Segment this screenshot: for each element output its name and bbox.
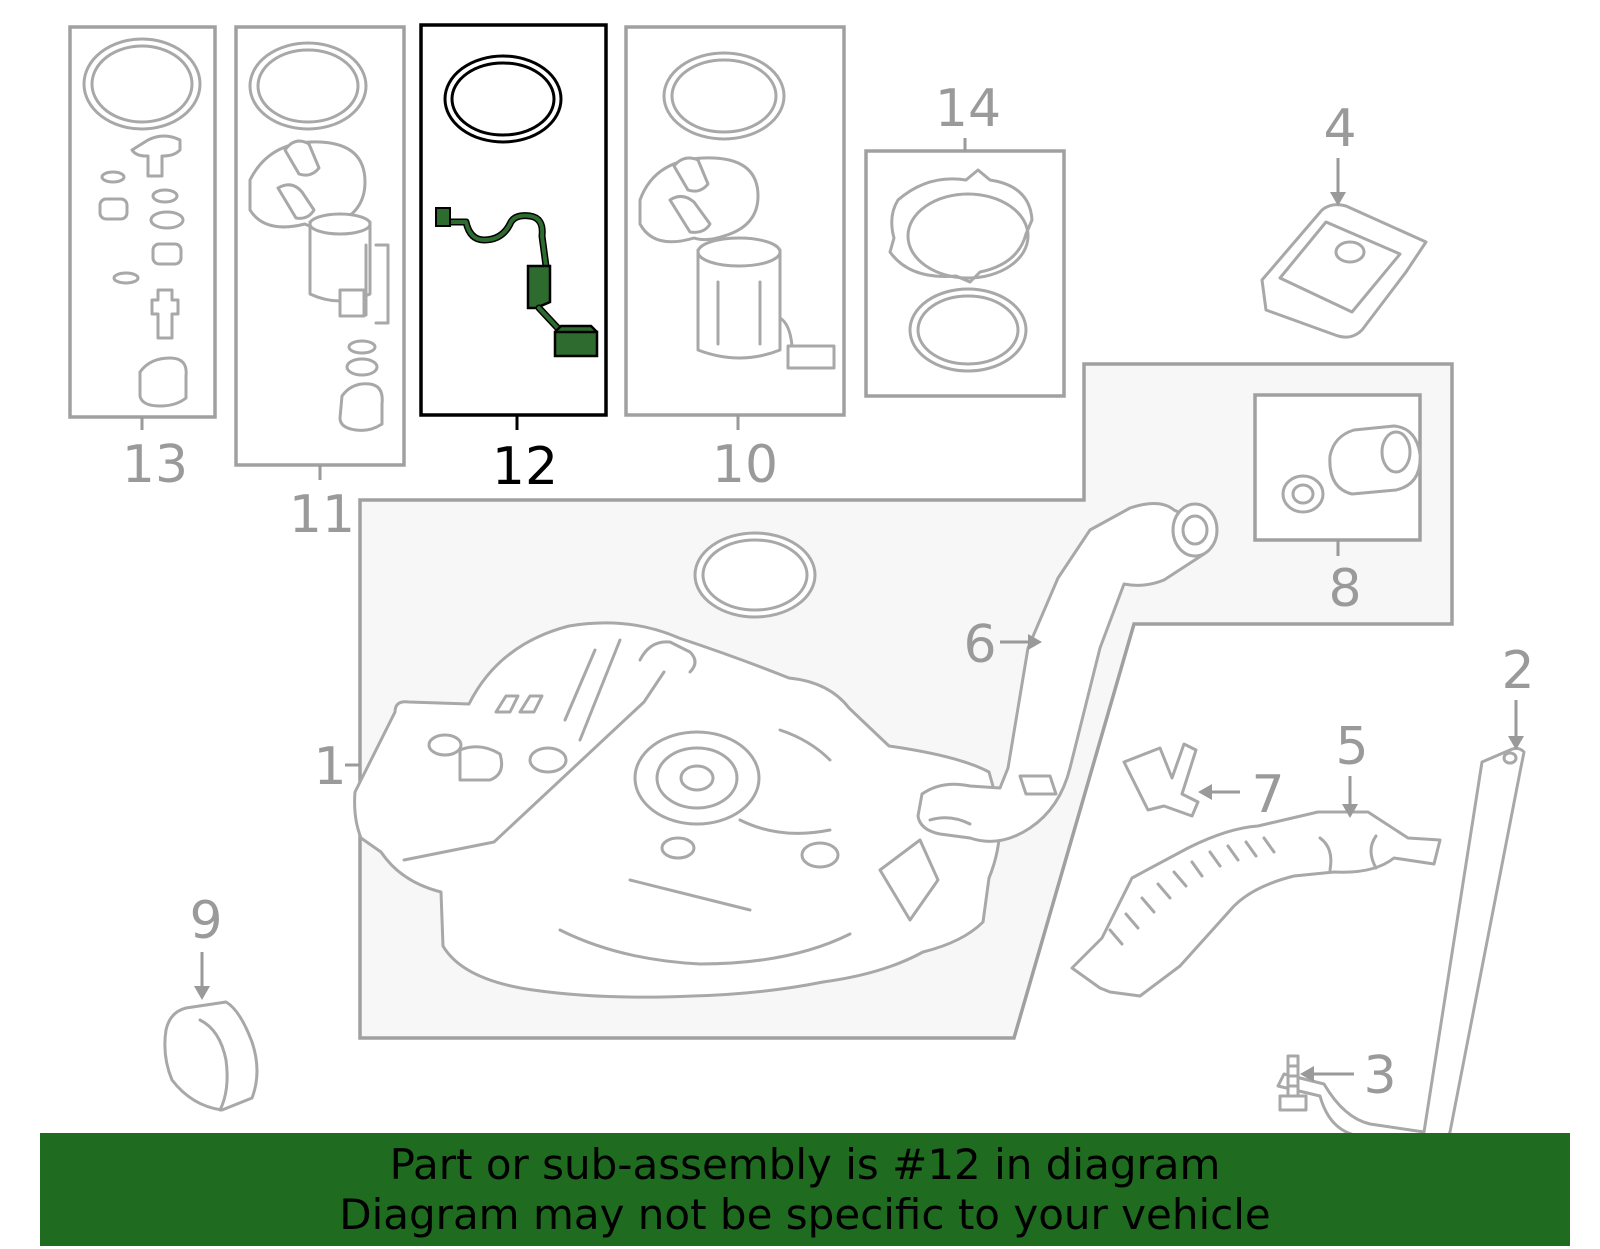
callout-11: 11 (289, 485, 355, 545)
callout-6: 6 (963, 615, 996, 675)
part-10-group[interactable]: 10 (624, 25, 846, 495)
callout-2: 2 (1501, 641, 1534, 701)
banner-line-1: Part or sub-assembly is #12 in diagram (389, 1139, 1221, 1189)
callout-10: 10 (712, 435, 778, 495)
callout-14: 14 (935, 79, 1001, 139)
callout-9: 9 (189, 891, 222, 951)
callout-7: 7 (1251, 765, 1284, 825)
callout-3: 3 (1363, 1046, 1396, 1106)
part-9-group[interactable]: 9 (163, 891, 259, 1112)
part-3-group[interactable]: 3 (1278, 1046, 1397, 1112)
part-12-group[interactable]: 12 (419, 23, 608, 497)
part-5-group[interactable]: 5 (1070, 717, 1442, 998)
part-11-group[interactable]: 11 (234, 25, 406, 545)
callout-12: 12 (492, 437, 558, 497)
part-7-group[interactable]: 7 (1122, 742, 1285, 825)
part-14-group[interactable]: 14 (864, 79, 1066, 398)
callout-13: 13 (122, 435, 188, 495)
wire-harness-connector-2 (553, 324, 599, 358)
wire-harness-connector-1 (526, 264, 552, 310)
banner-line-2: Diagram may not be specific to your vehi… (339, 1189, 1271, 1239)
callout-8: 8 (1328, 559, 1361, 619)
part-1-group[interactable]: 1 6 8 (313, 362, 1454, 1040)
callout-5: 5 (1335, 717, 1368, 777)
part-2-group[interactable]: 2 (1276, 641, 1535, 1147)
info-banner: Part or sub-assembly is #12 in diagram D… (40, 1133, 1570, 1246)
callout-1: 1 (313, 737, 346, 797)
callout-4: 4 (1323, 99, 1356, 159)
part-4-group[interactable]: 4 (1260, 99, 1428, 339)
part-13-group[interactable]: 13 (68, 25, 217, 495)
